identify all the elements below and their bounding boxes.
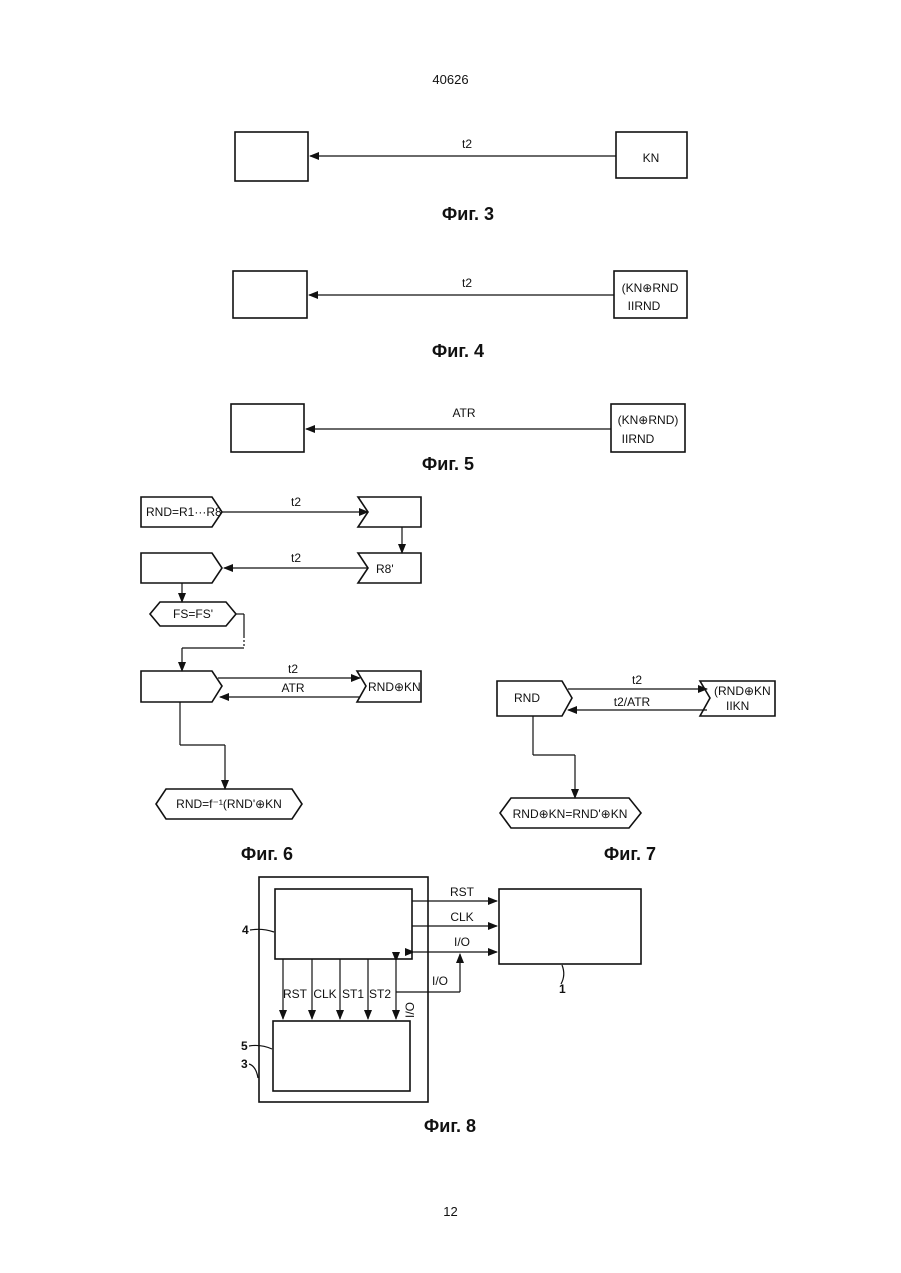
fig6-card-box-1 — [358, 497, 421, 527]
fig8-caption: Фиг. 8 — [424, 1116, 476, 1136]
fig8-ref-4: 4 — [242, 923, 249, 937]
fig7-right-line2: IIKN — [726, 699, 749, 713]
fig8-block-4 — [275, 889, 412, 959]
fig8-int-signal-st1: ST1 — [342, 987, 364, 1001]
fig8-ref-3-leader — [249, 1064, 258, 1078]
fig6-t2-c-label: t2 — [288, 662, 298, 676]
fig8-io-vertical-label: I/O — [403, 1002, 417, 1018]
fig8-ref-3: 3 — [241, 1057, 248, 1071]
fig8-int-signal-rst: RST — [283, 987, 308, 1001]
figure-7: RND (RND⊕KN IIKN t2 t2/ATR RND⊕KN=RND'⊕K… — [497, 673, 775, 864]
fig7-t2-label: t2 — [632, 673, 642, 687]
page-number: 12 — [0, 1204, 901, 1219]
fig3-left-box — [235, 132, 308, 181]
fig3-arrow-label: t2 — [462, 137, 472, 151]
fig4-right-box-line1: (KN⊕RND — [622, 281, 679, 295]
fig5-left-box — [231, 404, 304, 452]
fig7-caption: Фиг. 7 — [604, 844, 656, 864]
fig7-result-label: RND⊕KN=RND'⊕KN — [513, 807, 628, 821]
fig8-ext-signal-rst: RST — [450, 885, 475, 899]
figure-4: t2 (KN⊕RND IIRND Фиг. 4 — [233, 271, 687, 361]
fig5-caption: Фиг. 5 — [422, 454, 474, 474]
fig6-atr-label: ATR — [281, 681, 304, 695]
fig7-right-line1: (RND⊕KN — [714, 684, 771, 698]
fig6-fs-label: FS=FS' — [173, 607, 213, 621]
fig6-caption: Фиг. 6 — [241, 844, 293, 864]
fig4-arrow-label: t2 — [462, 276, 472, 290]
fig8-ref-5-leader — [249, 1045, 272, 1049]
fig3-caption: Фиг. 3 — [442, 204, 494, 224]
figure-6: RND=R1···R8 t2 R8' t2 FS=FS' RND⊕KN — [141, 495, 421, 864]
fig8-block-5 — [273, 1021, 410, 1091]
fig4-right-box-line2: IIRND — [628, 299, 661, 313]
fig8-int-signal-st2: ST2 — [369, 987, 391, 1001]
fig5-right-box-line1: (KN⊕RND) — [618, 413, 679, 427]
figure-3: t2 KN Фиг. 3 — [235, 132, 687, 224]
fig6-rnd-def-label: RND=R1···R8 — [146, 505, 222, 519]
figure-5: ATR (KN⊕RND) IIRND Фиг. 5 — [231, 404, 685, 474]
fig8-ref-5: 5 — [241, 1039, 248, 1053]
fig6-result-label: RND=f⁻¹(RND'⊕KN — [176, 797, 282, 811]
fig8-ext-signal-io: I/O — [454, 935, 470, 949]
fig8-io-bridge-label: I/O — [432, 974, 448, 988]
fig5-arrow-label: ATR — [452, 406, 475, 420]
fig8-int-signal-clk: CLK — [313, 987, 336, 1001]
fig6-reader-box-3 — [141, 671, 222, 702]
fig7-t2-atr-label: t2/ATR — [614, 695, 651, 709]
figure-8: RST CLK I/O RST CLK ST1 ST2 I/O I/O 4 5 … — [241, 877, 641, 1136]
fig4-left-box — [233, 271, 307, 318]
fig6-reader-box-2 — [141, 553, 222, 583]
fig8-ext-signal-clk: CLK — [450, 910, 473, 924]
fig6-r8-label: R8' — [376, 562, 394, 576]
fig8-ref-1: 1 — [559, 982, 566, 996]
fig6-rnd-kn-label: RND⊕KN — [368, 680, 421, 694]
fig6-t2-b-label: t2 — [291, 551, 301, 565]
fig6-t2-a-label: t2 — [291, 495, 301, 509]
fig4-caption: Фиг. 4 — [432, 341, 484, 361]
fig3-right-box-label: KN — [643, 151, 660, 165]
fig5-right-box-line2: IIRND — [622, 432, 655, 446]
fig8-block-1 — [499, 889, 641, 964]
fig7-rnd-label: RND — [514, 691, 540, 705]
fig8-ref-4-leader — [250, 929, 274, 932]
